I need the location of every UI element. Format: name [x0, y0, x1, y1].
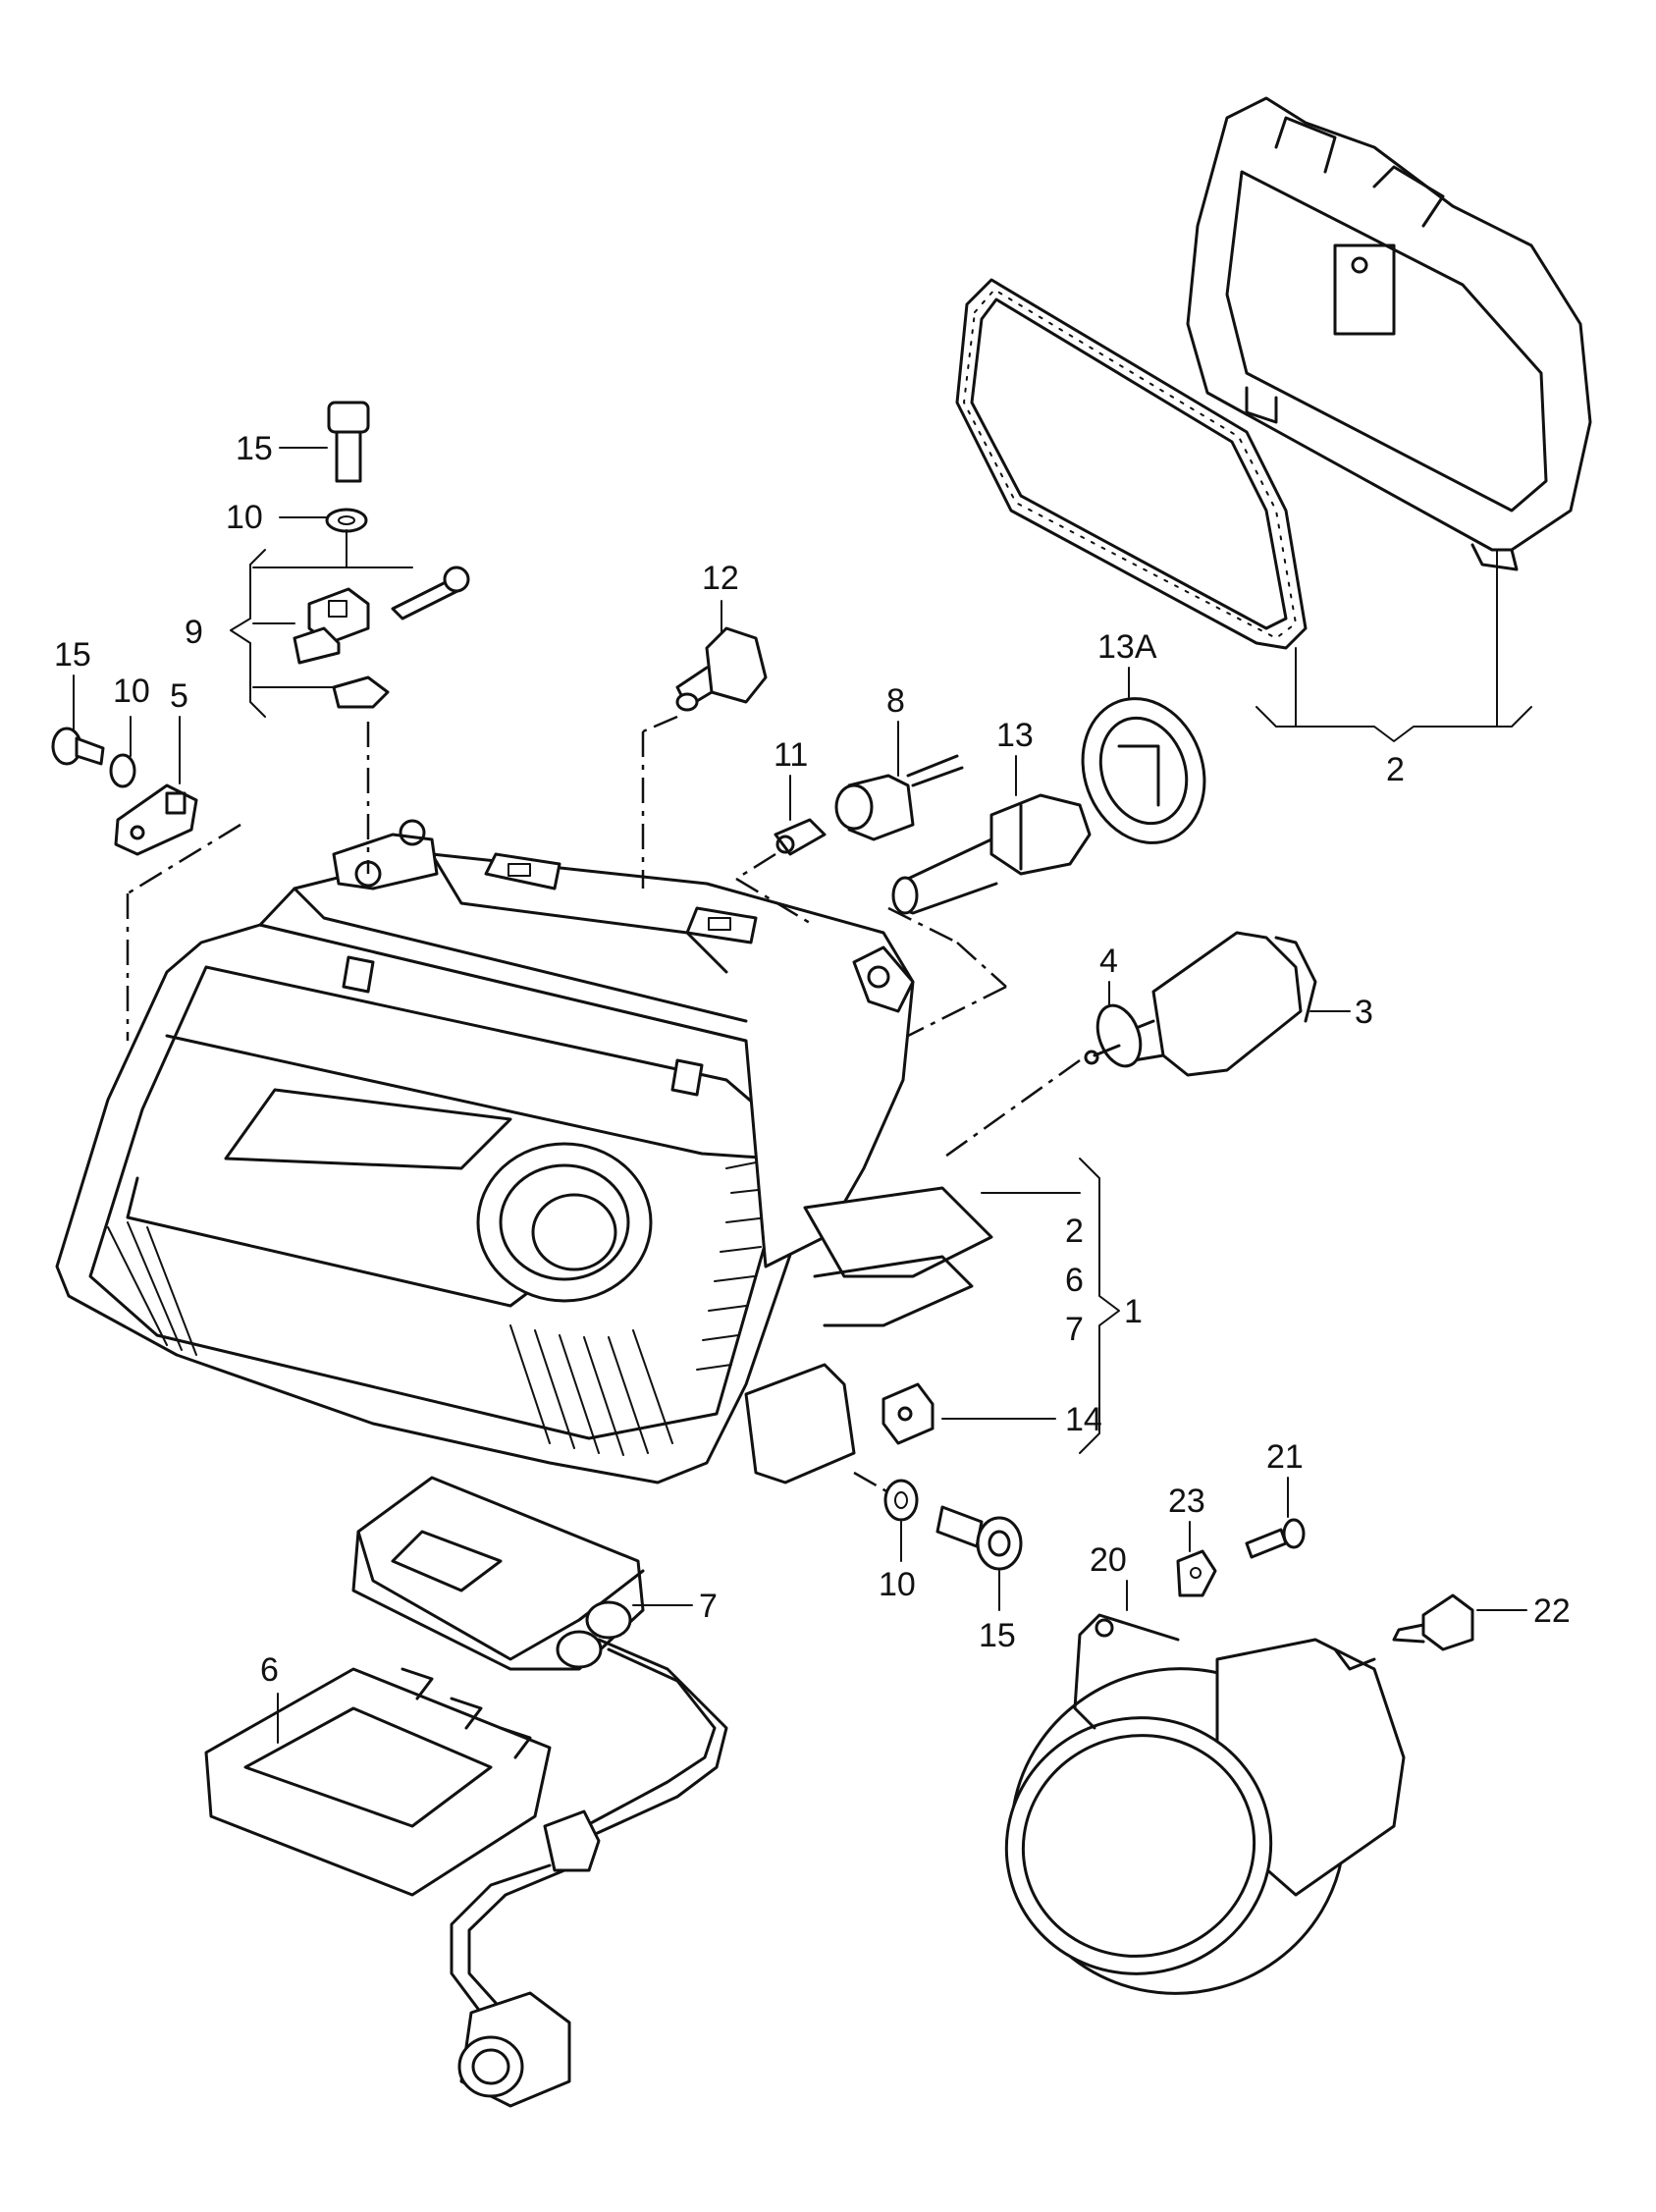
leader-lines — [73, 447, 1532, 1744]
bulb-11 — [774, 818, 827, 856]
retaining-ring-4 — [1084, 1003, 1143, 1068]
mounting-plate-6 — [204, 1667, 552, 1897]
bulb-22 — [1392, 1593, 1474, 1651]
cover-gasket — [955, 278, 1308, 650]
callout-22: 22 — [1533, 1592, 1571, 1630]
callout-labels: 15 10 9 15 10 5 12 11 8 13 13A 2 4 3 2 6… — [54, 430, 1571, 1689]
xenon-bulb-13 — [891, 793, 1092, 915]
callout-6-group: 6 — [1065, 1262, 1084, 1299]
harness-connector — [450, 1809, 601, 2108]
headlight-housing — [55, 819, 993, 1484]
clip-nut-14 — [881, 1382, 935, 1445]
callout-9: 9 — [185, 614, 203, 651]
callout-12: 12 — [702, 560, 739, 597]
callout-15-lower: 15 — [979, 1617, 1016, 1654]
callout-23: 23 — [1168, 1483, 1205, 1520]
callout-4: 4 — [1099, 943, 1118, 980]
callout-15-left: 15 — [54, 636, 91, 674]
callout-14: 14 — [1065, 1401, 1102, 1438]
assembly-lines — [126, 715, 1081, 1494]
ballast-control-unit-7 — [351, 1476, 728, 1848]
bolt-15-top — [327, 401, 370, 483]
fog-lamp — [1004, 1613, 1406, 1995]
washer-10-left — [109, 753, 136, 788]
bulb-12 — [675, 626, 768, 712]
callout-10-left: 10 — [113, 673, 150, 710]
callout-21: 21 — [1266, 1438, 1304, 1476]
rear-cover — [1186, 96, 1592, 571]
connector-8 — [834, 754, 964, 841]
bolt-15-lower — [935, 1505, 1023, 1571]
callout-10-top: 10 — [226, 499, 263, 536]
callout-5: 5 — [170, 677, 188, 715]
callout-7-group: 7 — [1065, 1311, 1084, 1348]
callout-15-top: 15 — [236, 430, 273, 467]
washer-10-top — [325, 508, 368, 533]
callout-6: 6 — [260, 1651, 279, 1689]
callout-13: 13 — [996, 717, 1034, 754]
callout-2-group: 2 — [1065, 1213, 1084, 1250]
callout-20: 20 — [1090, 1541, 1127, 1579]
clip-nut-23 — [1176, 1549, 1217, 1597]
igniter-3 — [1117, 931, 1317, 1077]
cap-ring-13A — [1081, 697, 1206, 844]
callout-7: 7 — [699, 1588, 718, 1625]
bolt-15-left — [51, 727, 105, 766]
callout-11: 11 — [774, 736, 808, 774]
screw-21 — [1245, 1518, 1306, 1559]
callout-1: 1 — [1124, 1293, 1143, 1330]
callout-8: 8 — [886, 682, 905, 720]
callout-2-top: 2 — [1386, 751, 1405, 788]
washer-10-lower — [883, 1479, 919, 1522]
callout-3: 3 — [1355, 994, 1373, 1031]
callout-13A: 13A — [1097, 628, 1157, 666]
clip-set-9 — [293, 566, 470, 709]
bracket-5 — [114, 783, 198, 856]
callout-10-lower: 10 — [879, 1566, 916, 1603]
